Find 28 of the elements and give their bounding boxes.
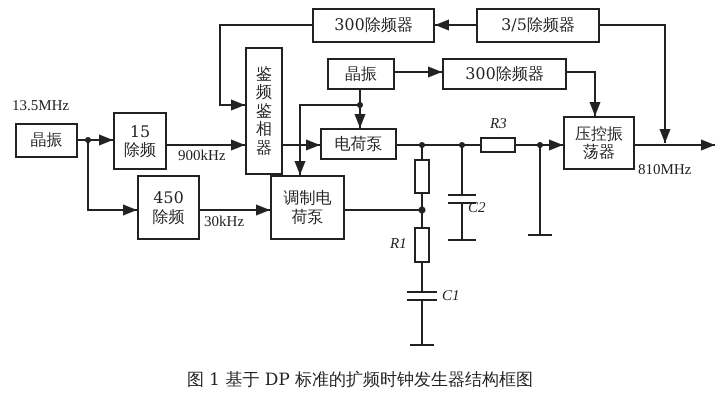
frequency-label: 30kHz xyxy=(204,214,244,231)
component-label: C1 xyxy=(442,288,460,305)
block-box: 压控振荡器 xyxy=(563,116,635,170)
block-box: 晶振 xyxy=(15,123,78,158)
component-label: R1 xyxy=(390,236,407,253)
arrow xyxy=(219,24,312,111)
arrow xyxy=(635,139,715,151)
block-box: 3/5除频器 xyxy=(476,8,600,43)
arrow xyxy=(167,139,245,151)
caption: 图 1 基于 DP 标准的扩频时钟发生器结构框图 xyxy=(186,369,534,391)
component-label: R3 xyxy=(490,116,507,133)
arrow xyxy=(567,71,601,116)
block-box: 300除频器 xyxy=(312,8,435,43)
block-box: 300除频器 xyxy=(442,58,567,90)
block-box: 电荷泵 xyxy=(320,128,397,160)
arrow xyxy=(600,24,671,143)
frequency-label: 900kHz xyxy=(178,148,226,165)
arrow xyxy=(435,19,476,31)
arrow xyxy=(200,204,270,216)
block-box: 晶振 xyxy=(327,58,395,90)
block-box: 15除频 xyxy=(113,112,167,170)
frequency-label: 13.5MHz xyxy=(12,98,70,115)
block-box: 450除频 xyxy=(137,175,200,240)
block-box: 调制电荷泵 xyxy=(270,175,345,240)
arrow xyxy=(395,66,442,78)
frequency-label: 810MHz xyxy=(638,162,692,179)
block-box: 鉴频鉴相器 xyxy=(245,47,283,175)
arrow xyxy=(283,139,320,151)
